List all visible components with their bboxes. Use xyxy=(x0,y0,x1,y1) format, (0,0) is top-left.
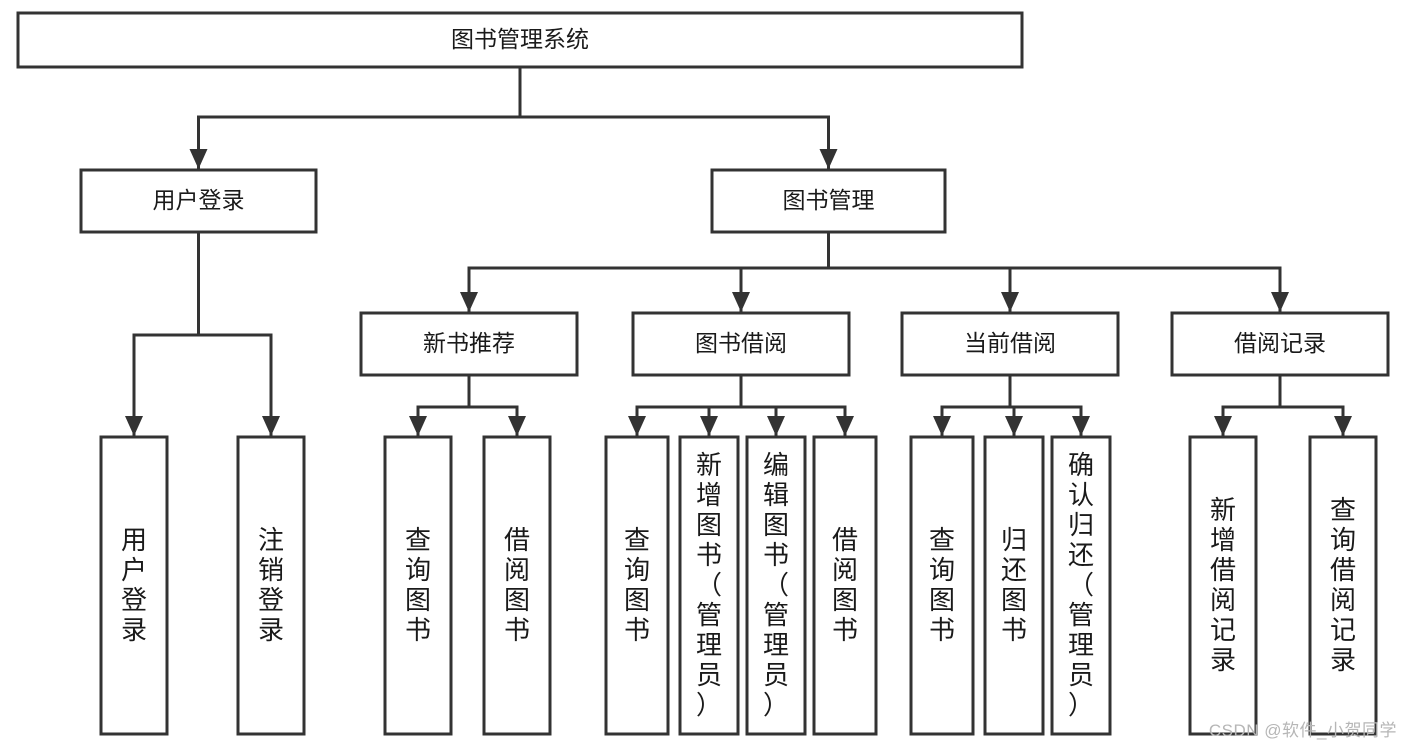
node-leaf-1[interactable]: 注销登录 xyxy=(236,435,306,736)
node-label: 归还图书 xyxy=(1001,525,1027,645)
node-label: 注销登录 xyxy=(258,525,284,645)
node-leaf-3[interactable]: 借阅图书 xyxy=(482,435,552,736)
node-label: 查询借阅记录 xyxy=(1330,495,1356,675)
node-label: 编辑图书（管理员） xyxy=(763,450,789,720)
nodes-layer: 图书管理系统用户登录图书管理新书推荐图书借阅当前借阅借阅记录用户登录注销登录查询… xyxy=(16,11,1390,736)
node-label: 图书管理系统 xyxy=(451,26,589,52)
node-level3-2[interactable]: 当前借阅 xyxy=(900,311,1120,377)
node-leaf-9[interactable]: 归还图书 xyxy=(983,435,1045,736)
node-leaf-8[interactable]: 查询图书 xyxy=(909,435,975,736)
node-level2-1[interactable]: 图书管理 xyxy=(710,168,947,234)
node-leaf-11[interactable]: 新增借阅记录 xyxy=(1188,435,1258,736)
node-label: 新增借阅记录 xyxy=(1210,495,1236,675)
node-leaf-7[interactable]: 借阅图书 xyxy=(812,435,878,736)
node-label: 借阅图书 xyxy=(832,525,858,645)
node-label: 新书推荐 xyxy=(423,330,515,356)
connectors-layer xyxy=(125,65,1352,437)
node-leaf-12[interactable]: 查询借阅记录 xyxy=(1308,435,1378,736)
node-label: 用户登录 xyxy=(121,525,147,645)
node-label: 查询图书 xyxy=(624,525,650,645)
node-leaf-5[interactable]: 新增图书（管理员） xyxy=(678,435,740,736)
node-label: 借阅记录 xyxy=(1234,330,1326,356)
node-leaf-10[interactable]: 确认归还（管理员） xyxy=(1050,435,1112,736)
node-label: 用户登录 xyxy=(153,187,245,213)
node-root-图书管理系统[interactable]: 图书管理系统 xyxy=(16,11,1024,69)
node-label: 图书借阅 xyxy=(695,330,787,356)
node-label: 借阅图书 xyxy=(504,525,530,645)
node-label: 查询图书 xyxy=(405,525,431,645)
node-leaf-0[interactable]: 用户登录 xyxy=(99,435,169,736)
node-leaf-4[interactable]: 查询图书 xyxy=(604,435,670,736)
node-label: 新增图书（管理员） xyxy=(696,450,722,720)
node-level3-1[interactable]: 图书借阅 xyxy=(631,311,851,377)
node-label: 当前借阅 xyxy=(964,330,1056,356)
node-leaf-2[interactable]: 查询图书 xyxy=(383,435,453,736)
node-level3-0[interactable]: 新书推荐 xyxy=(359,311,579,377)
node-leaf-6[interactable]: 编辑图书（管理员） xyxy=(745,435,807,736)
node-label: 查询图书 xyxy=(929,525,955,645)
node-level2-0[interactable]: 用户登录 xyxy=(79,168,318,234)
node-label: 确认归还（管理员） xyxy=(1068,450,1094,720)
node-level3-3[interactable]: 借阅记录 xyxy=(1170,311,1390,377)
node-label: 图书管理 xyxy=(783,187,875,213)
